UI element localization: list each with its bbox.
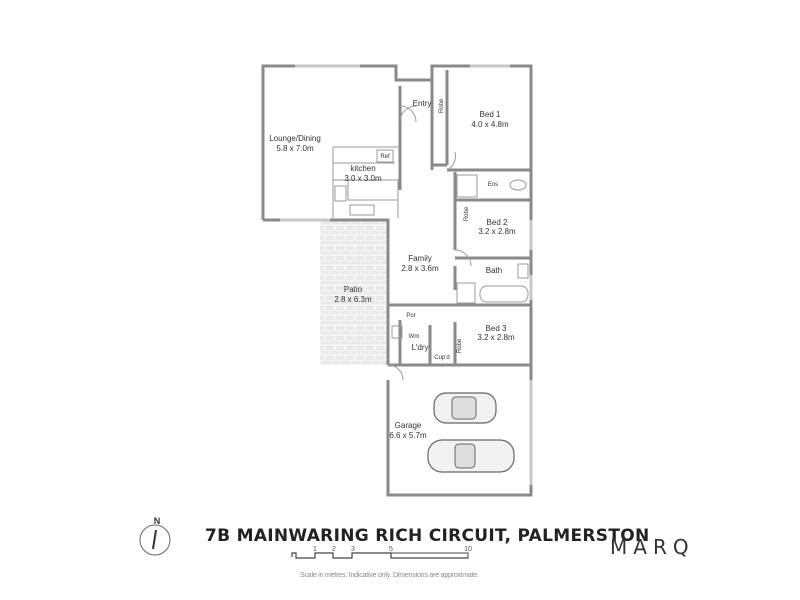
room-size-family: 2.8 x 3.6m xyxy=(401,264,439,273)
scale-tick: 1 xyxy=(313,546,317,553)
scale-bar: 1 2 3 5 10 xyxy=(291,546,472,559)
scale-tick: 3 xyxy=(351,546,355,553)
room-label-bed2: Bed 2 xyxy=(487,218,508,227)
room-label-entry: Entry xyxy=(413,99,432,108)
washing-machine-label: Wm xyxy=(409,334,420,340)
room-label-kitchen: kitchen xyxy=(350,164,375,173)
room-label-bed3: Bed 3 xyxy=(486,324,507,333)
room-label-porch: Por xyxy=(406,313,415,319)
exterior-walls xyxy=(261,64,533,365)
north-arrow-icon: N xyxy=(139,516,171,556)
room-size-garage: 6.6 x 5.7m xyxy=(389,431,427,440)
room-label-ensuite: Ens xyxy=(488,182,498,188)
room-size-bed1: 4.0 x 4.8m xyxy=(471,120,509,129)
room-label-family: Family xyxy=(408,254,432,263)
scale-tick: 5 xyxy=(389,546,393,553)
room-label-garage: Garage xyxy=(395,421,422,430)
fridge-label: Ref xyxy=(380,154,390,160)
room-size-patio: 2.8 x 6.3m xyxy=(334,295,372,304)
property-address: 7B MAINWARING RICH CIRCUIT, PALMERSTON xyxy=(205,526,650,546)
room-label-laundry: L'dry xyxy=(411,343,428,352)
scale-tick: 2 xyxy=(332,546,336,553)
scale-tick: 10 xyxy=(464,546,472,553)
room-label-patio: Patio xyxy=(344,285,363,294)
room-size-kitchen: 3.0 x 3.0m xyxy=(344,174,382,183)
car-icon xyxy=(433,392,497,424)
room-label-robe: Robe xyxy=(439,98,445,113)
room-label-robe: Robe xyxy=(457,338,463,353)
room-label-lounge: Lounge/Dining xyxy=(269,134,321,143)
car-icon xyxy=(427,439,515,473)
room-size-bed3: 3.2 x 2.8m xyxy=(477,333,515,342)
room-size-bed2: 3.2 x 2.8m xyxy=(478,227,516,236)
room-label-robe: Robe xyxy=(464,206,470,221)
room-label-bath: Bath xyxy=(486,266,502,275)
scale-note: Scale in metres. Indicative only. Dimens… xyxy=(300,572,479,579)
room-label-cupboard: Cup'd xyxy=(434,355,450,361)
room-label-bed1: Bed 1 xyxy=(480,110,501,119)
patio-area xyxy=(320,221,388,365)
north-label: N xyxy=(154,516,161,526)
room-size-lounge: 5.8 x 7.0m xyxy=(276,144,314,153)
brand-logo: MARQ xyxy=(610,535,695,559)
